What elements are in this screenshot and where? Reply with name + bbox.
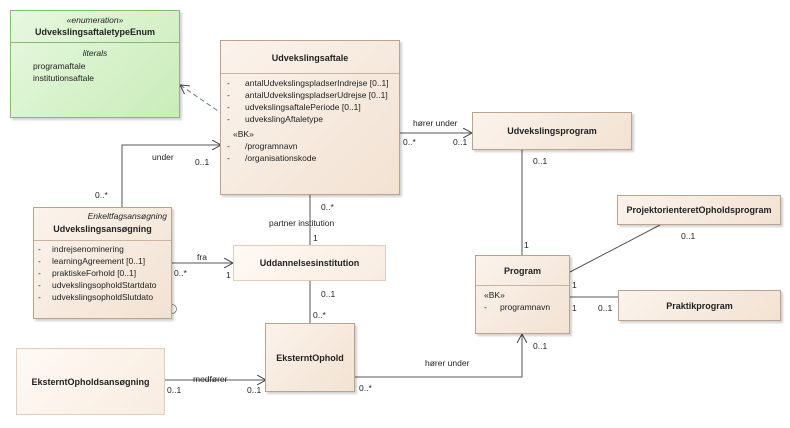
assoc-label-fra: fra (197, 252, 207, 262)
class-name: Udvekslingsansøgning (53, 224, 152, 234)
assoc-label-partner: partner institution (269, 218, 335, 228)
bk-stereotype: «BK» (233, 129, 254, 139)
multiplicity: 0..1 (321, 289, 336, 299)
attribute-item: -udvekslingAftaletype (227, 114, 323, 124)
bk-stereotype: «BK» (484, 290, 505, 300)
class-name: Praktikprogram (666, 300, 733, 311)
literal-item: institutionsaftale (33, 73, 94, 83)
class-udvekslingsansoegning[interactable]: Enkeltfagsansøgning Udvekslingsansøgning… (33, 207, 172, 319)
class-praktikprogram[interactable]: Praktikprogram (618, 290, 781, 321)
class-name: EksterntOphold (276, 352, 344, 363)
multiplicity: 1 (572, 303, 577, 313)
multiplicity: 0..* (403, 137, 416, 147)
multiplicity: 0..1 (247, 385, 262, 395)
class-name: Udvekslingsaftale (271, 53, 349, 63)
class-name: Program (503, 266, 541, 276)
stereotype-label: Enkeltfagsansøgning (87, 211, 167, 221)
class-projektorienteretopholdsprogram[interactable]: ProjektorienteretOpholdsprogram (617, 195, 781, 225)
assoc-label-hoerer-under: hører under (413, 118, 458, 128)
association-ansoegning-aftale[interactable] (121, 145, 221, 207)
stereotype-label: «enumeration» (66, 15, 124, 25)
class-eksterntophold[interactable]: EksterntOphold (265, 323, 355, 392)
multiplicity: 0..* (313, 310, 326, 320)
multiplicity: 0..* (321, 202, 334, 212)
multiplicity: 0..1 (533, 156, 548, 166)
multiplicity: 0..1 (681, 231, 696, 241)
enumeration-class[interactable]: «enumeration» UdvekslingsaftaletypeEnum … (10, 10, 180, 118)
assoc-label-under: under (152, 152, 174, 162)
attribute-item: -praktiskeForhold [0..1] (38, 268, 137, 278)
attribute-item: -learningAgreement [0..1] (38, 256, 146, 266)
multiplicity: 0..* (359, 383, 372, 393)
multiplicity: 0..1 (453, 137, 468, 147)
class-name: UdvekslingsaftaletypeEnum (34, 27, 156, 37)
class-name: ProjektorienteretOpholdsprogram (626, 205, 772, 215)
class-name: EksterntOpholdsansøgning (31, 376, 150, 387)
class-program[interactable]: Program «BK» -programnavn (475, 255, 570, 334)
multiplicity: 0..1 (598, 303, 613, 313)
class-udvekslingsprogram[interactable]: Udvekslingsprogram (472, 112, 632, 150)
literals-header: literals (82, 48, 108, 58)
multiplicity: 0..1 (195, 157, 210, 167)
attribute-item: -/organisationskode (227, 153, 317, 163)
attribute-item: -udvekslingsaftalePeriode [0..1] (227, 102, 361, 112)
attribute-item: -indrejsenominering (38, 244, 124, 254)
multiplicity: 0..* (95, 190, 108, 200)
assoc-label-hoerer-under-2: hører under (425, 358, 470, 368)
attribute-item: -programnavn (484, 302, 551, 312)
association-program-projekt[interactable] (569, 224, 661, 273)
multiplicity: 0..1 (167, 385, 182, 395)
attribute-item: -udvekslingsopholdStartdato (38, 280, 157, 290)
attribute-item: -udvekslingsopholdSlutdato (38, 292, 154, 302)
multiplicity: 1 (572, 280, 577, 290)
class-name: Uddannelsesinstitution (259, 258, 360, 268)
multiplicity: 0..1 (533, 341, 548, 351)
class-name: Udvekslingsprogram (507, 126, 597, 136)
attribute-item: -antalUdvekslingspladserIndrejse [0..1] (227, 78, 389, 88)
class-udvekslingsaftale[interactable]: Udvekslingsaftale -antalUdvekslingsplads… (220, 40, 400, 195)
attribute-item: -antalUdvekslingspladserUdrejse [0..1] (227, 90, 388, 100)
class-eksterntopholdsansoegning[interactable]: EksterntOpholdsansøgning (16, 348, 165, 415)
association-eksternt-program[interactable] (355, 334, 522, 378)
multiplicity: 1 (226, 270, 231, 280)
attribute-item: -/programnavn (227, 141, 298, 151)
dependency-line[interactable] (180, 85, 225, 116)
multiplicity: 1 (524, 240, 529, 250)
class-uddannelsesinstitution[interactable]: Uddannelsesinstitution (233, 245, 386, 281)
multiplicity: 0..* (174, 268, 187, 278)
literal-item: programaftale (33, 61, 86, 71)
multiplicity: 1 (313, 233, 318, 243)
assoc-label-medfoerer: medfører (193, 374, 228, 384)
